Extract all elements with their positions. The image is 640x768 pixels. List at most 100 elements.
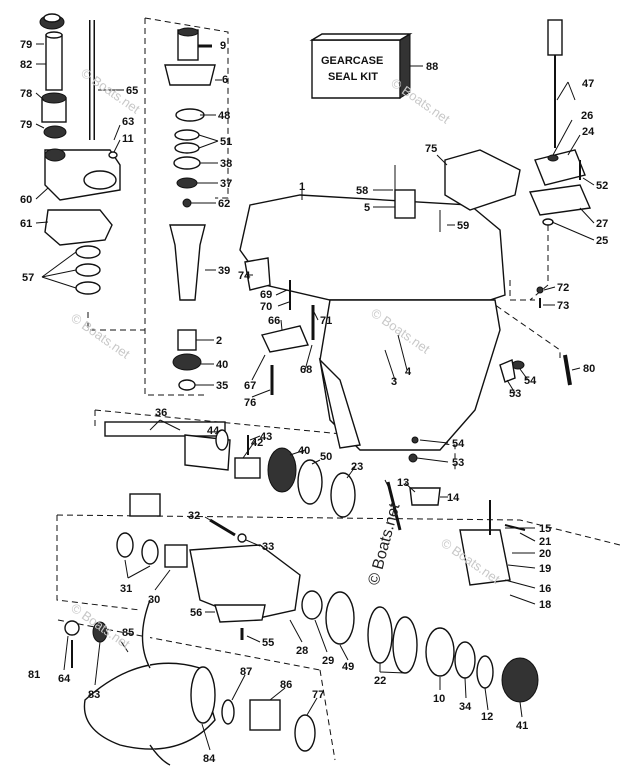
part-57-ring3	[75, 281, 101, 295]
label-79: 79	[20, 39, 32, 51]
label-50: 50	[320, 451, 332, 463]
part-56	[214, 604, 266, 623]
part-66-plate	[260, 325, 309, 353]
label-23: 23	[351, 461, 363, 473]
label-28: 28	[296, 645, 308, 657]
part-82-tube	[45, 34, 63, 91]
part-53-b	[408, 453, 418, 463]
label-9: 9	[220, 40, 226, 52]
part-31-b	[141, 539, 159, 565]
label-40a: 40	[216, 359, 228, 371]
label-4: 4	[405, 366, 412, 378]
part-51b	[174, 142, 200, 154]
part-75-cover	[444, 149, 521, 211]
label-39: 39	[218, 265, 230, 277]
label-16: 16	[539, 583, 551, 595]
label-48: 48	[218, 110, 230, 122]
part-48	[175, 108, 205, 122]
label-37: 37	[220, 178, 232, 190]
label-67: 67	[244, 380, 256, 392]
part-57-ring1	[75, 245, 101, 259]
label-19: 19	[539, 563, 551, 575]
part-86	[249, 699, 281, 731]
label-3: 3	[391, 376, 397, 388]
driveshaft-parts	[39, 13, 121, 295]
part-61-gasket	[44, 209, 113, 246]
part-79-seal	[43, 125, 67, 139]
part-28-carrier	[189, 544, 301, 621]
part-2-bearing	[177, 329, 197, 351]
part-87	[221, 699, 235, 725]
bearing-carrier-row	[116, 493, 539, 703]
part-81-nut	[64, 620, 80, 636]
part-29	[301, 590, 323, 620]
watermark: © Boats.net	[388, 75, 453, 127]
part-62	[182, 198, 192, 208]
label-59: 59	[457, 220, 469, 232]
part-31-a	[116, 532, 134, 558]
label-70: 70	[260, 301, 272, 313]
label-51: 51	[220, 136, 232, 148]
label-12: 12	[481, 711, 493, 723]
label-11: 11	[122, 133, 134, 145]
part-54-b	[411, 436, 419, 444]
seal-kit-line1: GEARCASE	[321, 55, 383, 67]
label-15: 15	[539, 523, 551, 535]
part-50-washer	[297, 459, 323, 505]
part-39-pinion	[169, 224, 206, 301]
part-74-block	[244, 257, 271, 291]
label-20: 20	[539, 548, 551, 560]
part-42-clutch	[234, 457, 261, 479]
label-49: 49	[342, 661, 354, 673]
gearcase-housing	[239, 165, 506, 451]
part-40-gear	[172, 353, 202, 371]
label-1: 1	[299, 181, 305, 193]
label-21: 21	[539, 536, 551, 548]
label-61: 61	[20, 218, 32, 230]
label-78: 78	[20, 88, 32, 100]
label-26: 26	[581, 110, 593, 122]
part-24-plate	[534, 149, 586, 186]
label-24: 24	[582, 126, 595, 138]
label-2: 2	[216, 335, 222, 347]
label-34: 34	[459, 701, 472, 713]
label-75: 75	[425, 143, 437, 155]
label-80: 80	[583, 363, 595, 375]
label-64: 64	[58, 673, 71, 685]
label-69: 69	[260, 289, 272, 301]
label-60: 60	[20, 194, 32, 206]
part-22-a	[367, 606, 393, 664]
label-86: 86	[280, 679, 292, 691]
label-25: 25	[596, 235, 608, 247]
label-77: 77	[312, 689, 324, 701]
label-41: 41	[516, 720, 528, 732]
label-84: 84	[203, 753, 216, 765]
label-56: 56	[190, 607, 202, 619]
label-76: 76	[244, 397, 256, 409]
part-25	[542, 218, 554, 226]
label-14: 14	[447, 492, 460, 504]
label-73: 73	[557, 300, 569, 312]
part-31-symbol	[129, 493, 161, 517]
label-87: 87	[240, 666, 252, 678]
part-38	[173, 156, 201, 170]
part-37	[176, 177, 198, 189]
label-6: 6	[222, 74, 228, 86]
part-11-screw	[108, 151, 118, 159]
label-79b: 79	[20, 119, 32, 131]
label-65: 65	[126, 85, 138, 97]
label-47: 47	[582, 78, 594, 90]
part-77	[294, 714, 316, 752]
label-62: 62	[218, 198, 230, 210]
part-53	[499, 359, 516, 383]
part-13-bracket	[409, 487, 441, 506]
label-33: 33	[262, 541, 274, 553]
label-42: 42	[251, 437, 263, 449]
label-82: 82	[20, 59, 32, 71]
label-35: 35	[216, 380, 228, 392]
part-27-gasket	[528, 184, 592, 216]
propeller-row	[64, 599, 316, 766]
part-12	[476, 655, 494, 689]
label-52: 52	[596, 180, 608, 192]
